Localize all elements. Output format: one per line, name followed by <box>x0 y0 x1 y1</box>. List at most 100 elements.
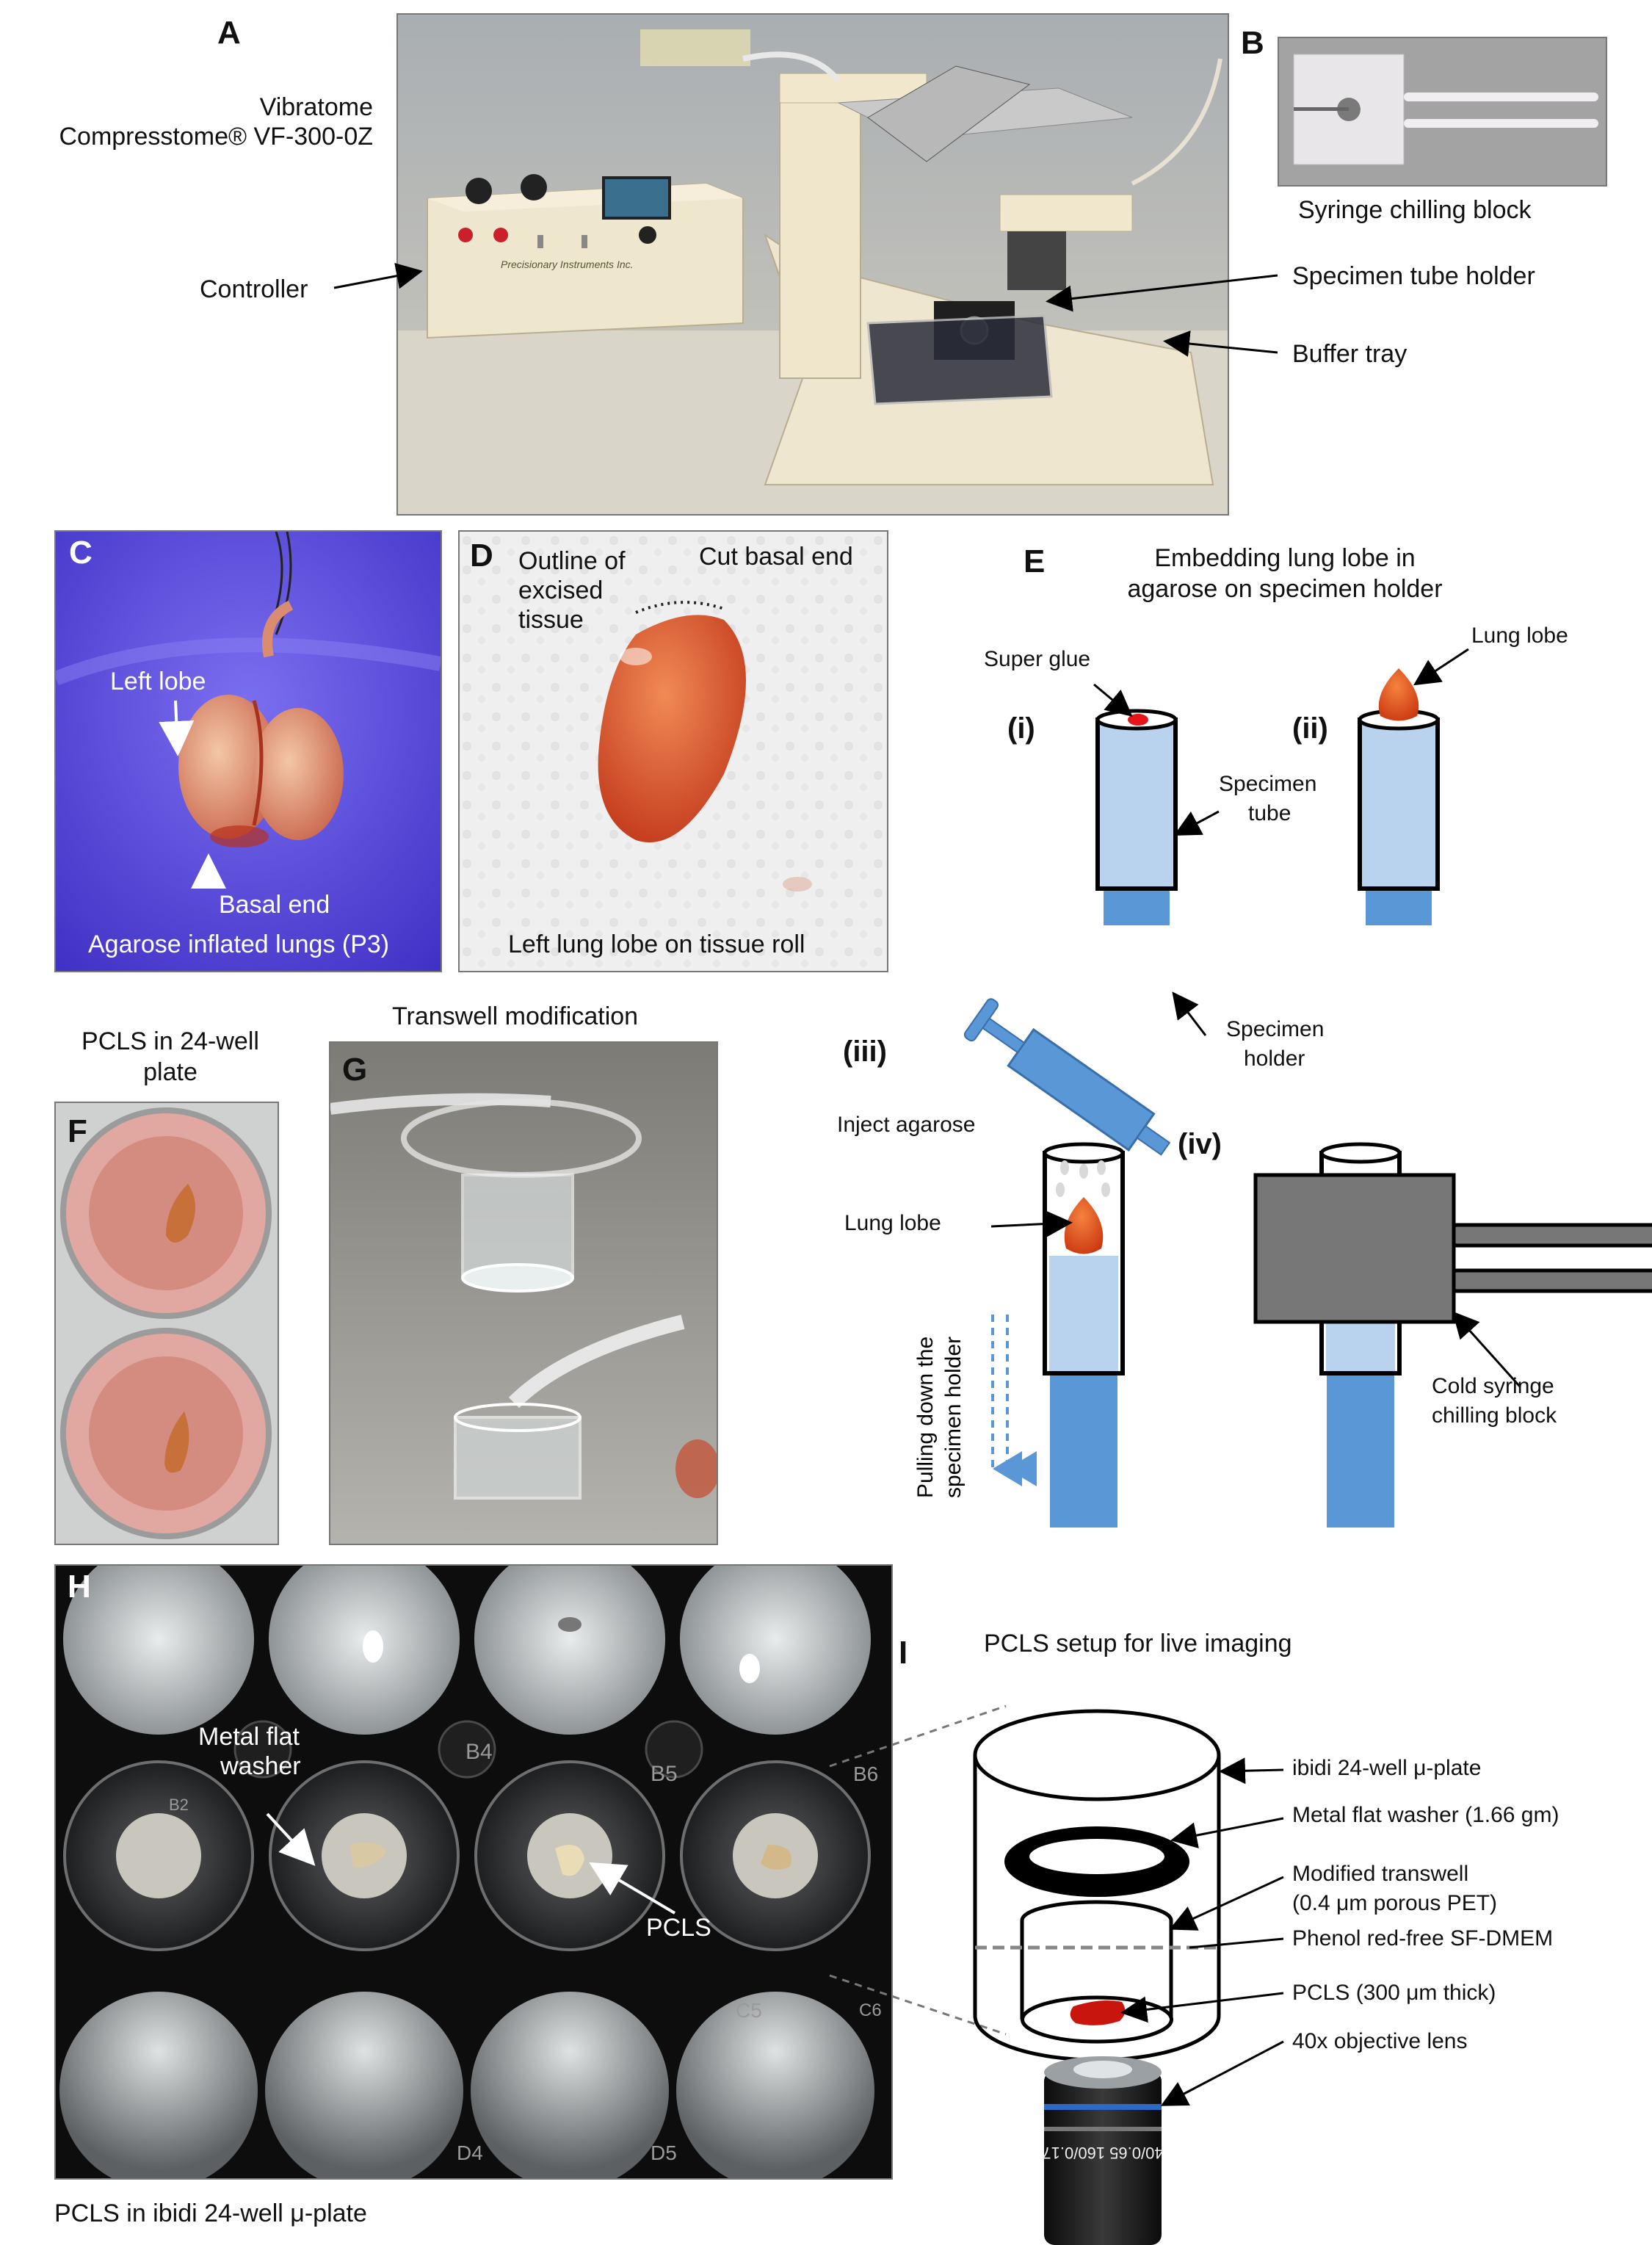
pcls-slice-diagram <box>1070 2000 1126 2025</box>
left-lobe-label: Left lobe <box>110 668 206 695</box>
device-name-line2: Compresstome® VF-300-0Z <box>59 123 373 151</box>
device-name-line1: Vibratome <box>259 93 373 121</box>
buffer-tray-label: Buffer tray <box>1292 340 1408 368</box>
specimen-holder-arrow <box>1046 274 1278 312</box>
step-iii-label: (iii) <box>843 1035 887 1068</box>
panel-h-letter: H <box>68 1569 91 1605</box>
plate-label: ibidi 24-well μ-plate <box>1292 1756 1482 1780</box>
step-iv-label: (iv) <box>1178 1128 1222 1160</box>
panel-b-letter: B <box>1241 25 1264 61</box>
washer-label-line1: Metal flat <box>198 1723 300 1751</box>
panel-f-title-line2: plate <box>143 1058 198 1086</box>
panel-a-arrows <box>333 262 1278 357</box>
specimen-tube-holder-label: Specimen tube holder <box>1292 262 1535 290</box>
pulling-label-line2: specimen holder <box>941 1337 966 1498</box>
live-imaging-diagram: 40/0.65 160/0.17 <box>829 1704 1284 2245</box>
transwell-label-line2: (0.4 μm porous PET) <box>1292 1891 1498 1915</box>
vibratome-illustration: Precisionary Instruments Inc. <box>398 15 1228 514</box>
specimen-tube-i <box>1095 717 1178 891</box>
specimen-holder-label-line1: Specimen <box>1226 1017 1325 1041</box>
pcls-label-h: PCLS <box>646 1914 711 1942</box>
controller-arrow <box>333 262 423 289</box>
well-label-b2: B2 <box>169 1796 189 1814</box>
panel-e-letter: E <box>1024 543 1046 579</box>
outline-label-line1: Outline of <box>518 547 626 575</box>
lung-lobe-mid-label: Lung lobe <box>844 1211 941 1235</box>
objective-lens-diagram <box>1044 2071 1162 2245</box>
lung-lobe-iii <box>1064 1197 1104 1254</box>
panel-d-caption: Left lung lobe on tissue roll <box>508 930 805 958</box>
step-ii-label: (ii) <box>1292 712 1328 745</box>
cold-block-label-line2: chilling block <box>1432 1403 1557 1428</box>
well-label-c5: C5 <box>736 1999 762 2022</box>
outline-label-line2: excised <box>518 576 604 604</box>
step-i-label: (i) <box>1007 712 1035 745</box>
panel-h-arrows <box>266 1812 676 1915</box>
controller-label: Controller <box>200 275 308 303</box>
outline-label-line3: tissue <box>518 606 584 634</box>
panel-a-letter: A <box>217 15 241 51</box>
inflated-lungs-illustration <box>56 532 441 971</box>
panel-g-title: Transwell modification <box>392 1002 639 1030</box>
medium-label: Phenol red-free SF-DMEM <box>1292 1926 1554 1951</box>
panel-g-letter: G <box>342 1052 368 1088</box>
panel-i-letter: I <box>899 1635 908 1671</box>
super-glue-dot <box>1128 714 1148 726</box>
pcls-label-i: PCLS (300 μm thick) <box>1292 1981 1496 2005</box>
buffer-tray-arrow <box>1163 330 1278 357</box>
well-label-d4: D4 <box>457 2141 483 2164</box>
objective-label: 40x objective lens <box>1292 2029 1468 2053</box>
specimen-tube-ii <box>1358 717 1440 891</box>
chilling-rod-upper <box>1452 1223 1652 1248</box>
well-label-b4: B4 <box>465 1740 493 1764</box>
transwell-photo <box>329 1041 718 1545</box>
well-label-d5: D5 <box>651 2141 677 2164</box>
well-label-b6: B6 <box>853 1763 879 1785</box>
specimen-tube-label-line1: Specimen <box>1219 772 1317 796</box>
inject-agarose-label: Inject agarose <box>837 1113 976 1137</box>
cold-block-label-line1: Cold syringe <box>1432 1374 1554 1398</box>
panel-c-caption: Agarose inflated lungs (P3) <box>88 930 390 958</box>
specimen-holder-iv <box>1327 1366 1394 1528</box>
specimen-holder-iii <box>1050 1366 1117 1528</box>
washer-label: Metal flat washer (1.66 gm) <box>1292 1803 1559 1827</box>
lung-lobe-illustration <box>460 532 887 971</box>
well-plate-photo <box>54 1102 279 1545</box>
lung-lobe-ii <box>1378 668 1419 721</box>
transwell-label-line1: Modified transwell <box>1292 1862 1469 1886</box>
panel-h-caption: PCLS in ibidi 24-well μ-plate <box>54 2199 367 2227</box>
embedding-diagram: Pulling down the specimen holder <box>913 648 1652 1528</box>
ibidi-plate-photo <box>54 1564 893 2180</box>
super-glue-label: Super glue <box>984 647 1091 671</box>
pulling-label-line1: Pulling down the <box>913 1337 938 1498</box>
lens-engraving: 40/0.65 160/0.17 <box>1042 2144 1163 2162</box>
panel-d-letter: D <box>470 538 493 574</box>
panel-e-title-line1: Embedding lung lobe in <box>1154 544 1416 572</box>
basal-end-label: Basal end <box>219 891 330 919</box>
specimen-tube-label-line2: tube <box>1248 801 1291 825</box>
cut-basal-end-label: Cut basal end <box>699 543 853 571</box>
ibidi-well-top <box>973 1709 1221 1801</box>
well-plate-illustration <box>56 1103 278 1544</box>
well-label-c6: C6 <box>859 2000 882 2020</box>
washer-label-line2: washer <box>220 1752 301 1780</box>
panel-c-arrows <box>159 700 226 889</box>
vibratome-photo: Precisionary Instruments Inc. <box>396 13 1229 516</box>
chilling-block-caption: Syringe chilling block <box>1298 196 1532 224</box>
lung-lobe-top-label: Lung lobe <box>1471 623 1568 648</box>
panel-f-letter: F <box>68 1113 87 1149</box>
well-label-b5: B5 <box>651 1762 678 1786</box>
ibidi-plate-illustration <box>56 1566 891 2178</box>
panel-e-title-line2: agarose on specimen holder <box>1127 575 1443 603</box>
specimen-holder-label-line2: holder <box>1244 1046 1305 1071</box>
panel-f-title-line1: PCLS in 24-well <box>81 1027 259 1055</box>
lung-lobe-photo <box>458 530 888 972</box>
chilling-block-illustration <box>1279 38 1606 185</box>
controller-brand-text: Precisionary Instruments Inc. <box>501 259 634 270</box>
agarose-syringe <box>963 998 1171 1156</box>
transwell-illustration <box>330 1043 717 1544</box>
panel-i-title: PCLS setup for live imaging <box>984 1630 1292 1657</box>
panel-c-letter: C <box>69 535 93 571</box>
chilling-block-diagram <box>1253 1173 1456 1324</box>
inflated-lungs-photo <box>54 530 442 972</box>
